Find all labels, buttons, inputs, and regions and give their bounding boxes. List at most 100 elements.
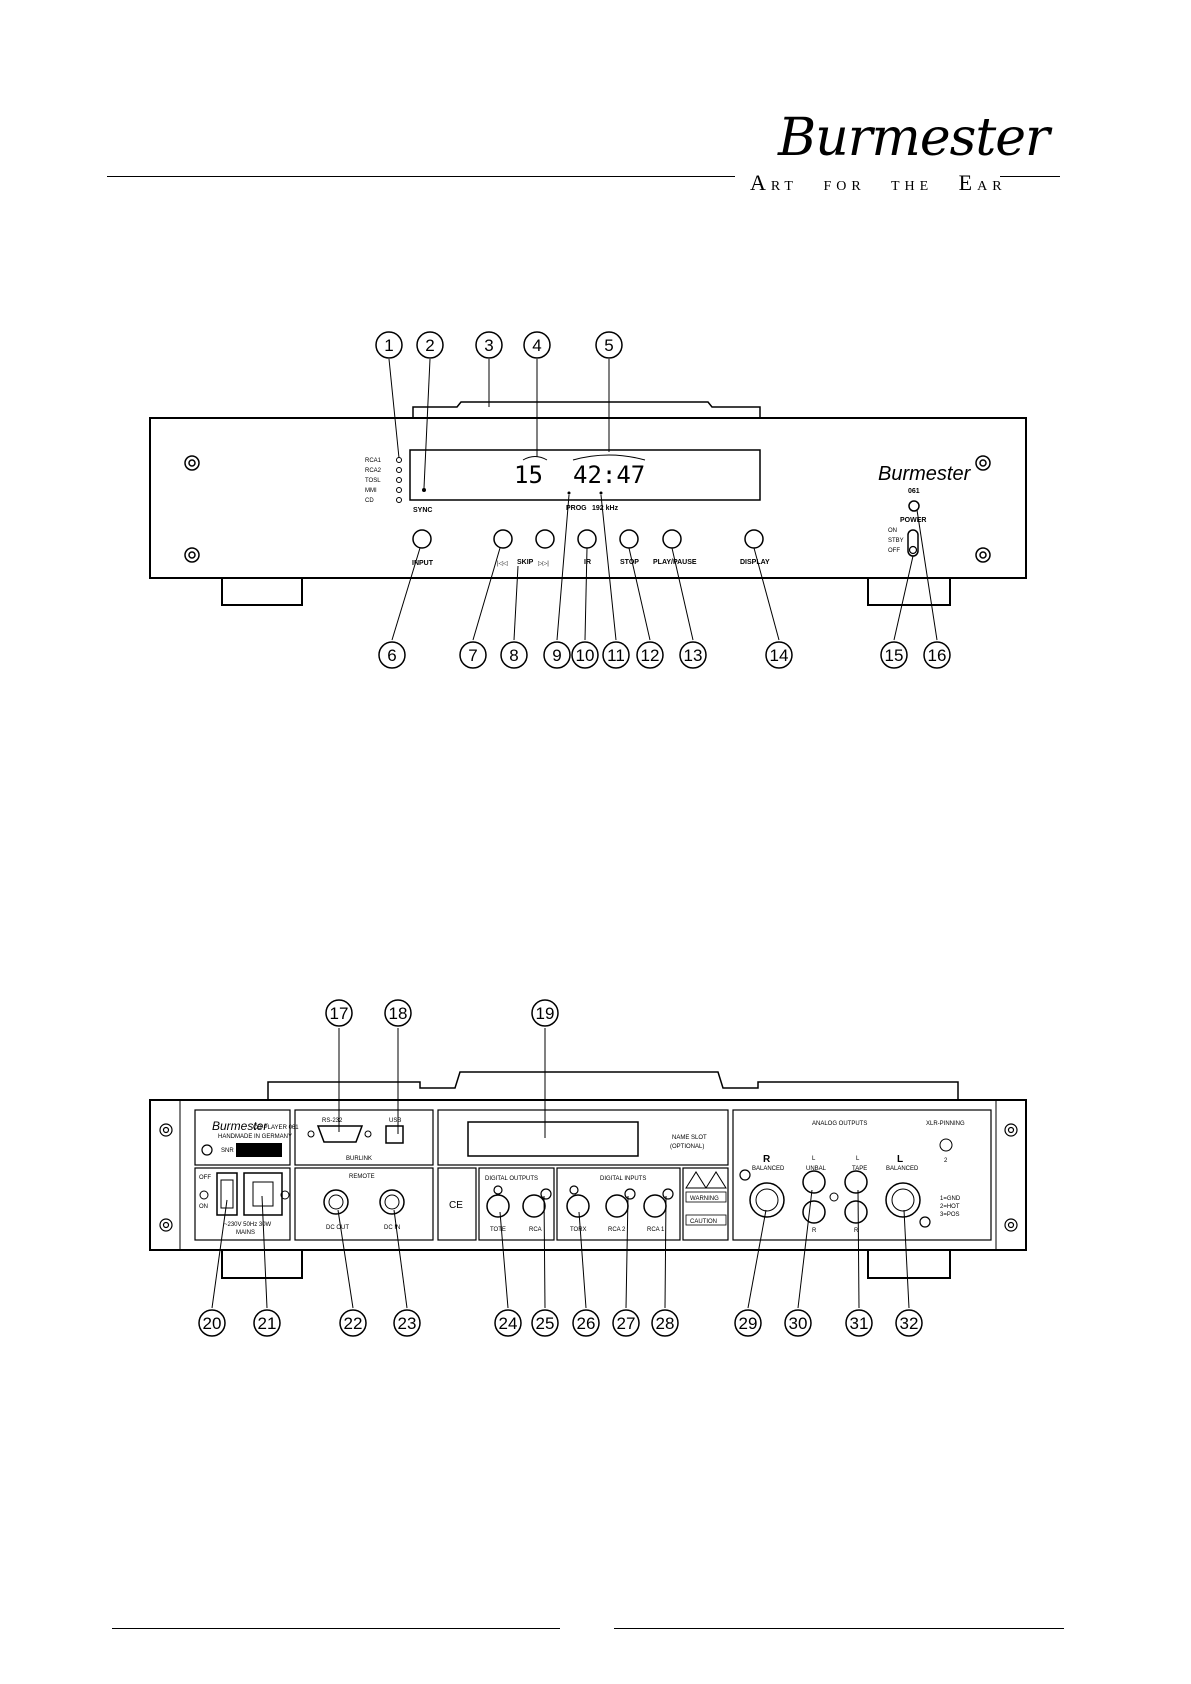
output-center-screw — [829, 1192, 839, 1202]
pin-2-label: 2=HOT — [940, 1204, 960, 1210]
tape-l-output[interactable] — [844, 1170, 868, 1194]
analog-outputs-label: ANALOG OUTPUTS — [812, 1121, 867, 1127]
mains-on-label: ON — [199, 1204, 208, 1210]
led-label-mmi: MMI — [365, 488, 377, 494]
callout-9: 9 — [552, 646, 561, 665]
ce-mark: CE — [449, 1200, 463, 1211]
led-tosl — [396, 477, 402, 483]
callout-12: 12 — [641, 646, 660, 665]
sync-indicator — [422, 488, 426, 492]
front-chassis — [149, 417, 1027, 579]
front-screws — [184, 455, 991, 563]
display-time: 42:47 — [573, 461, 645, 489]
power-led — [908, 500, 920, 512]
handmade-label: HANDMADE IN GERMANY — [218, 1134, 292, 1140]
pin-3-label: 3=POS — [940, 1212, 960, 1218]
callout-24: 24 — [499, 1314, 518, 1333]
foot-left — [221, 578, 303, 606]
rca2-screw — [624, 1188, 636, 1200]
led-label-tosl: TOSL — [365, 478, 381, 484]
input-label: INPUT — [412, 560, 434, 567]
lightning-warning-icon — [685, 1171, 707, 1189]
skip-forward-icon: ▷▷| — [538, 561, 549, 567]
slot-label: NAME SLOT — [672, 1135, 707, 1141]
warning-box — [685, 1191, 727, 1203]
exclamation-warning-icon — [705, 1171, 727, 1189]
tape-label: TAPE — [852, 1166, 867, 1172]
unbal-label: UNBAL — [806, 1166, 827, 1172]
unbal-l-output[interactable] — [802, 1170, 826, 1194]
power-switch-knob — [908, 545, 918, 555]
rs232-port[interactable] — [316, 1125, 364, 1143]
right-xlr-output[interactable] — [749, 1182, 785, 1218]
mains-rating: ~230V 50Hz 30W — [224, 1222, 272, 1228]
rear-screws — [159, 1123, 1018, 1232]
footer-rule-right — [614, 1628, 1064, 1629]
skip-back-icon: |◁◁ — [497, 561, 508, 567]
serial-sticker — [236, 1143, 282, 1157]
callout-1: 1 — [384, 336, 393, 355]
dc-in-jack-inner — [384, 1194, 400, 1210]
callout-3: 3 — [484, 336, 493, 355]
rear-chassis — [149, 1099, 1027, 1251]
rear-foot-left — [221, 1250, 303, 1279]
input-button[interactable] — [412, 529, 432, 549]
led-label-rca2: RCA2 — [365, 468, 382, 474]
callout-17: 17 — [330, 1004, 349, 1023]
dc-in-jack[interactable] — [379, 1189, 405, 1215]
torx-led — [569, 1185, 579, 1195]
tape-r-label: R — [854, 1228, 859, 1234]
callout-29: 29 — [739, 1314, 758, 1333]
rca-output[interactable] — [522, 1194, 546, 1218]
mains-socket-inner — [252, 1181, 274, 1207]
callout-18: 18 — [389, 1004, 408, 1023]
rs232-screw — [364, 1130, 372, 1138]
callout-22: 22 — [344, 1314, 363, 1333]
switch-stby-label: STBY — [888, 538, 904, 544]
torx-input[interactable] — [566, 1194, 590, 1218]
front-brand-logo: Burmester — [878, 463, 972, 485]
callout-11: 11 — [607, 646, 625, 665]
rca2-label: RCA 2 — [608, 1227, 626, 1233]
cd-tray — [412, 401, 761, 418]
skip-forward-button[interactable] — [535, 529, 555, 549]
remote-label: REMOTE — [349, 1174, 375, 1180]
dc-out-jack[interactable] — [323, 1189, 349, 1215]
callout-20: 20 — [203, 1314, 222, 1333]
brand-logo: Burmester — [778, 108, 1050, 168]
callout-26: 26 — [577, 1314, 596, 1333]
callout-27: 27 — [617, 1314, 636, 1333]
right-xlr-inner — [755, 1188, 779, 1212]
switch-on-label: ON — [888, 528, 897, 534]
unbal-r-output[interactable] — [802, 1200, 826, 1224]
rear-model-label: CD-PLAYER 061 — [253, 1125, 299, 1131]
left-xlr-output[interactable] — [885, 1182, 921, 1218]
rs232-screw — [307, 1130, 315, 1138]
display-window — [409, 449, 761, 501]
tote-output[interactable] — [486, 1194, 510, 1218]
ir-label: IR — [584, 559, 591, 566]
display-track: 15 — [514, 461, 543, 489]
brand-tagline: ART FOR THE EAR — [750, 170, 1007, 196]
caution-label: CAUTION — [690, 1219, 717, 1225]
left-xlr-inner — [891, 1188, 915, 1212]
callout-8: 8 — [509, 646, 518, 665]
stop-label: STOP — [620, 559, 639, 566]
mains-switch[interactable] — [216, 1172, 238, 1216]
usb-label: USB — [389, 1118, 401, 1124]
label-plate — [194, 1109, 291, 1166]
tape-r-output[interactable] — [844, 1200, 868, 1224]
ce-panel — [437, 1167, 477, 1241]
skip-back-button[interactable] — [493, 529, 513, 549]
front-model-label: 061 — [908, 488, 920, 495]
usb-port[interactable] — [385, 1125, 404, 1144]
rear-panel-diagram: Burmester CD-PLAYER 061 HANDMADE IN GERM… — [149, 999, 1027, 1337]
callout-16: 16 — [928, 646, 947, 665]
xlr-pin-number: 2 — [944, 1158, 948, 1164]
callout-15: 15 — [885, 646, 904, 665]
front-panel-diagram: 15 42:47 RCA1 RCA2 TOSL MMI CD SYNC PROG… — [149, 331, 1027, 669]
callout-10: 10 — [576, 646, 595, 665]
rear-foot-right — [867, 1250, 951, 1279]
led-rca2 — [396, 467, 402, 473]
display-label: DISPLAY — [740, 559, 770, 566]
